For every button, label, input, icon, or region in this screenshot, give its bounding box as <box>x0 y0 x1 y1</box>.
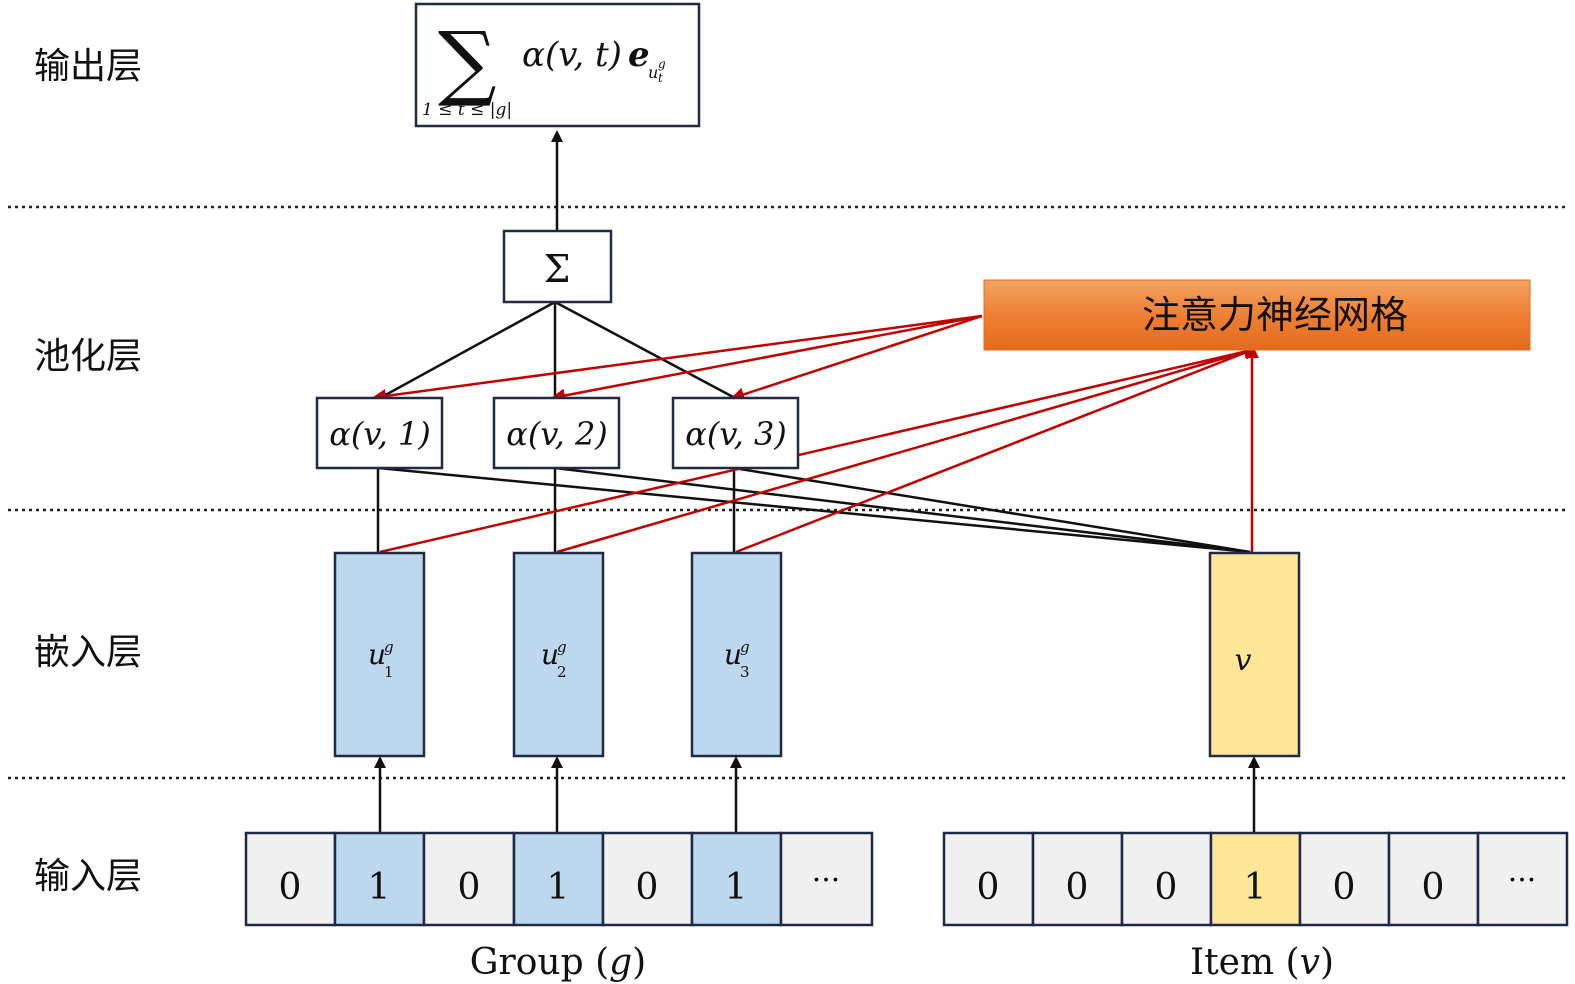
item-value-5: 0 <box>1422 867 1445 908</box>
sum-range: 1 ≤ t ≤ |g| <box>422 100 512 120</box>
group-cell-2 <box>422 831 516 927</box>
alpha-box-1: α(v, 1) <box>315 396 444 470</box>
link-alpha3-v <box>733 466 1251 554</box>
user-embedding-3-sup: g <box>740 638 750 656</box>
item-value-0: 0 <box>977 867 1000 908</box>
group-value-1: 1 <box>368 867 391 908</box>
item-cell-2 <box>1120 831 1213 927</box>
item-caption: Item (v) <box>1190 942 1334 983</box>
user-embedding-2: u g 2 <box>512 551 605 758</box>
attn-in-u1 <box>379 344 1258 554</box>
link-alpha1-v <box>377 466 1251 554</box>
item-caption-close: ) <box>1320 942 1334 983</box>
item-input-vector: 0 0 0 1 0 0 ··· <box>942 831 1569 927</box>
group-value-2: 0 <box>458 867 481 908</box>
item-cell-0 <box>942 831 1035 927</box>
user-embedding-1: u g 1 <box>333 551 426 758</box>
group-value-5: 1 <box>725 867 748 908</box>
group-value-4: 0 <box>636 867 659 908</box>
layer-label-pooling: 池化层 <box>34 336 142 377</box>
pooling-sum-box: Σ <box>502 229 613 304</box>
user-embedding-1-sub: 1 <box>384 663 394 681</box>
output-sub-u: u <box>648 63 658 82</box>
pooling-sum-symbol: Σ <box>544 247 571 291</box>
attention-network-box: 注意力神经网格 <box>983 279 1531 351</box>
item-cell-5 <box>1387 831 1480 927</box>
layer-label-output: 输出层 <box>34 46 142 87</box>
group-cell-1 <box>333 831 426 927</box>
group-caption-close: ) <box>632 942 646 983</box>
group-cell-3 <box>512 831 605 927</box>
group-value-ellipsis: ··· <box>812 863 841 898</box>
item-value-ellipsis: ··· <box>1508 863 1537 898</box>
group-value-3: 1 <box>547 867 570 908</box>
item-value-1: 0 <box>1066 867 1089 908</box>
group-input-vector: 0 1 0 1 0 1 ··· <box>244 831 874 927</box>
alpha-box-3: α(v, 3) <box>671 396 800 470</box>
item-caption-text: Item ( <box>1190 942 1300 983</box>
user-embedding-3-base: u <box>724 638 742 671</box>
item-embedding: v <box>1208 551 1301 758</box>
group-caption-var: g <box>609 942 632 983</box>
output-e: e <box>628 35 650 75</box>
attn-out-alpha3 <box>730 314 983 402</box>
user-embedding-2-sup: g <box>557 638 567 656</box>
item-cell-6 <box>1476 831 1569 927</box>
group-cell-4 <box>601 831 694 927</box>
alpha-label-1: α(v, 1) <box>329 415 431 453</box>
item-value-2: 0 <box>1155 867 1178 908</box>
attn-in-u2 <box>556 345 1258 554</box>
item-embedding-label: v <box>1235 643 1252 678</box>
output-expr: α(v, t) <box>522 35 622 75</box>
layer-label-input: 输入层 <box>34 856 142 897</box>
attention-network-label: 注意力神经网格 <box>1142 293 1408 337</box>
group-caption-text: Group ( <box>470 942 609 983</box>
alpha-box-2: α(v, 2) <box>492 396 621 470</box>
item-cell-3 <box>1209 831 1302 927</box>
group-caption: Group (g) <box>470 942 646 983</box>
link-sum-alpha1 <box>379 300 556 400</box>
group-cell-5 <box>690 831 783 927</box>
link-alpha2-v <box>554 466 1251 554</box>
user-embedding-1-sup: g <box>384 638 394 656</box>
user-embedding-1-base: u <box>368 638 386 671</box>
user-embedding-3-sub: 3 <box>740 663 750 681</box>
output-box: ∑ 1 ≤ t ≤ |g| α(v, t) e u g t <box>414 2 701 128</box>
user-embedding-3: u g 3 <box>690 551 783 758</box>
alpha-label-3: α(v, 3) <box>685 415 787 453</box>
group-cell-6 <box>779 831 874 927</box>
user-embedding-2-base: u <box>541 638 559 671</box>
item-value-3: 1 <box>1244 867 1267 908</box>
output-sub-t: t <box>658 71 663 85</box>
group-value-0: 0 <box>279 867 302 908</box>
attn-in-u3 <box>735 346 1258 554</box>
group-cell-0 <box>244 831 337 927</box>
output-sup-g: g <box>658 57 666 71</box>
item-value-4: 0 <box>1333 867 1356 908</box>
layer-label-embedding: 嵌入层 <box>34 632 142 673</box>
sum-symbol: ∑ <box>438 15 497 110</box>
user-embedding-2-sub: 2 <box>557 663 567 681</box>
item-caption-var: v <box>1300 942 1320 983</box>
attn-out-alpha2 <box>551 314 983 403</box>
item-cell-4 <box>1298 831 1391 927</box>
item-cell-1 <box>1031 831 1124 927</box>
alpha-label-2: α(v, 2) <box>506 415 608 453</box>
link-sum-alpha3 <box>554 300 736 400</box>
attn-out-alpha1 <box>372 314 983 403</box>
